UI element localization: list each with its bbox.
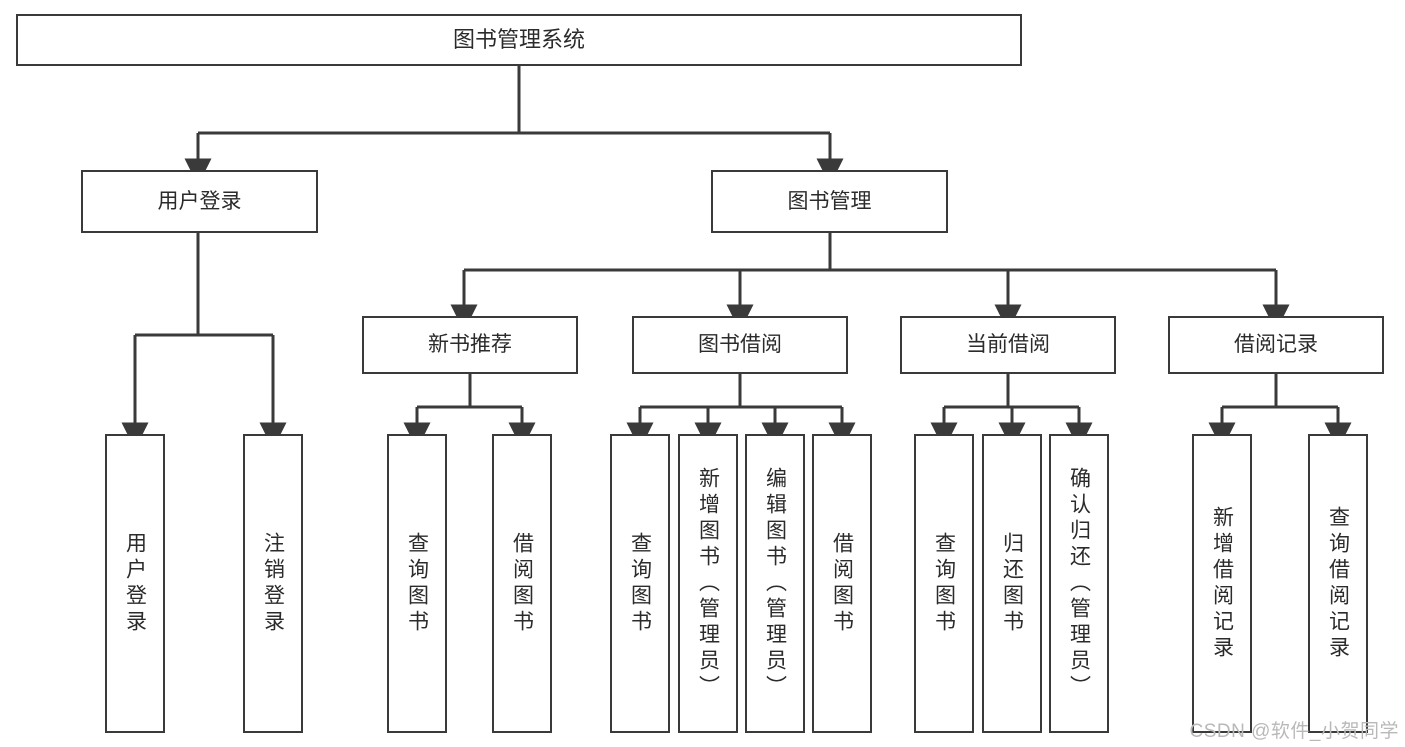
node-user-login[interactable]: 用户登录 [81, 170, 318, 233]
node-label: 新增图书（管理员） [696, 466, 720, 701]
node-root-book-management-system[interactable]: 图书管理系统 [16, 14, 1022, 66]
node-label: 借阅图书 [830, 531, 854, 636]
node-book-borrow[interactable]: 图书借阅 [632, 316, 848, 374]
leaf-logout[interactable]: 注销登录 [243, 434, 303, 733]
leaf-add-book-admin[interactable]: 新增图书（管理员） [678, 434, 738, 733]
leaf-query-book-current[interactable]: 查询图书 [914, 434, 974, 733]
node-label: 注销登录 [261, 531, 285, 636]
leaf-borrow-book-recommend[interactable]: 借阅图书 [492, 434, 552, 733]
leaf-query-book-borrow[interactable]: 查询图书 [610, 434, 670, 733]
node-label: 查询图书 [405, 531, 429, 636]
node-label: 当前借阅 [966, 333, 1050, 357]
node-label: 编辑图书（管理员） [763, 466, 787, 701]
node-new-book-recommend[interactable]: 新书推荐 [362, 316, 578, 374]
leaf-confirm-return-admin[interactable]: 确认归还（管理员） [1049, 434, 1109, 733]
node-label: 归还图书 [1000, 531, 1024, 636]
node-borrow-record[interactable]: 借阅记录 [1168, 316, 1384, 374]
leaf-query-borrow-record[interactable]: 查询借阅记录 [1308, 434, 1368, 733]
node-label: 新书推荐 [428, 333, 512, 357]
node-label: 查询图书 [932, 531, 956, 636]
watermark-text: CSDN @软件_小贺同学 [1189, 721, 1399, 742]
node-current-borrow[interactable]: 当前借阅 [900, 316, 1116, 374]
node-label: 借阅记录 [1234, 333, 1318, 357]
node-label: 用户登录 [157, 189, 242, 213]
node-label: 确认归还（管理员） [1067, 466, 1091, 701]
leaf-user-login[interactable]: 用户登录 [105, 434, 165, 733]
leaf-edit-book-admin[interactable]: 编辑图书（管理员） [745, 434, 805, 733]
leaf-borrow-book[interactable]: 借阅图书 [812, 434, 872, 733]
node-label: 图书借阅 [698, 333, 782, 357]
leaf-return-book[interactable]: 归还图书 [982, 434, 1042, 733]
node-book-management[interactable]: 图书管理 [711, 170, 948, 233]
node-label: 用户登录 [123, 531, 147, 636]
node-label: 借阅图书 [510, 531, 534, 636]
node-label: 图书管理 [787, 189, 872, 213]
node-label: 查询图书 [628, 531, 652, 636]
leaf-query-book-recommend[interactable]: 查询图书 [387, 434, 447, 733]
node-label: 新增借阅记录 [1210, 505, 1234, 662]
node-label: 图书管理系统 [452, 26, 585, 52]
node-label: 查询借阅记录 [1326, 505, 1350, 662]
leaf-add-borrow-record[interactable]: 新增借阅记录 [1192, 434, 1252, 733]
